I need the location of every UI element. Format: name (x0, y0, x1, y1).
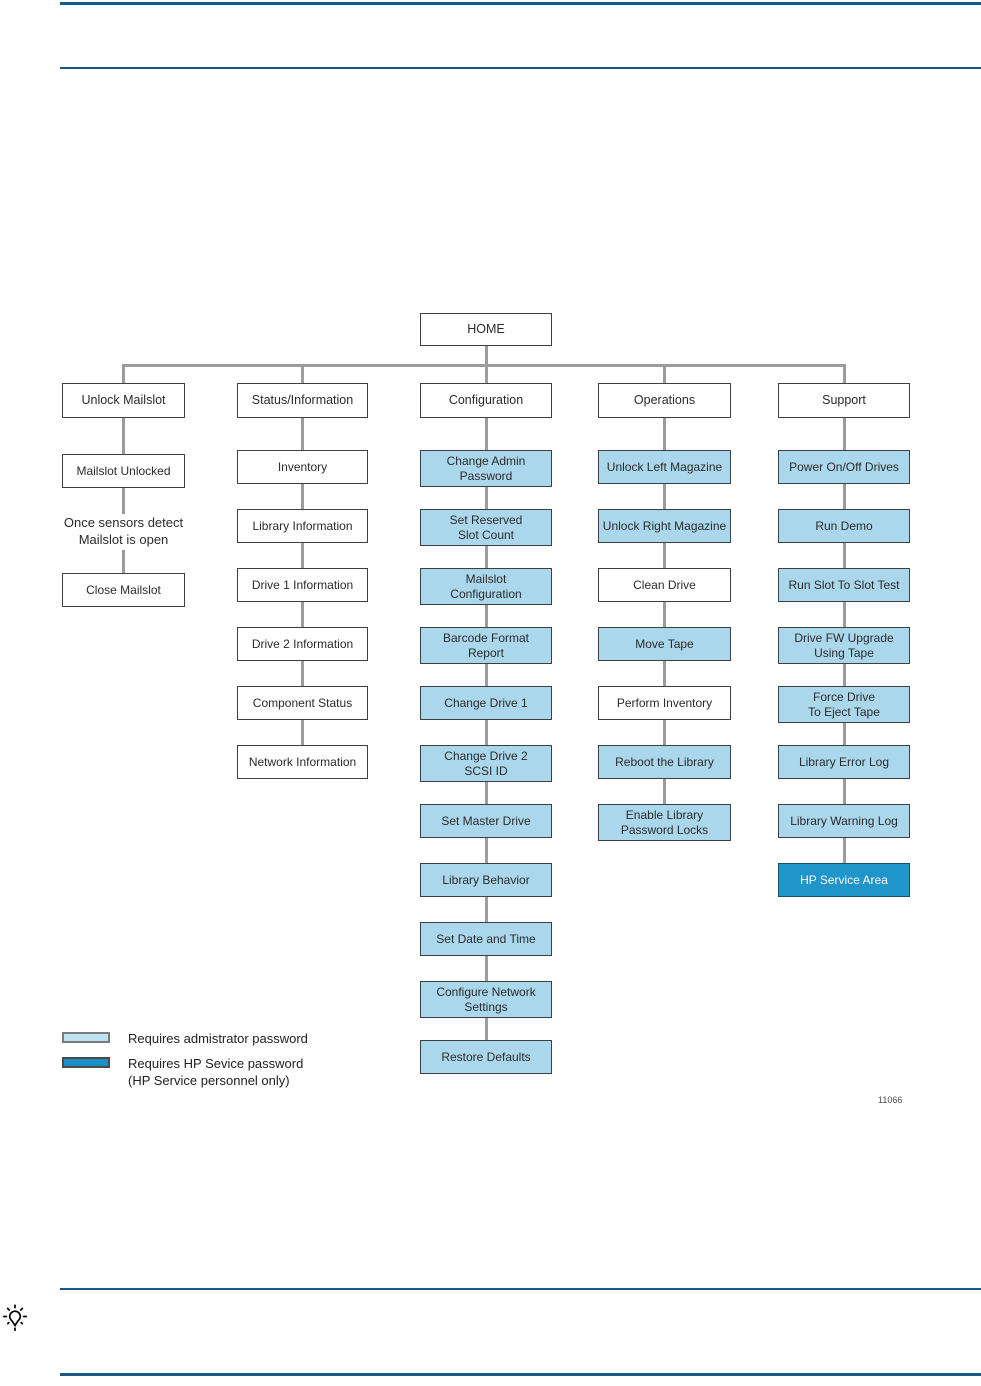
legend-service-line1: Requires HP Sevice password (128, 1055, 304, 1071)
legend-service-label: Requires HP Sevice password (HP Service p… (128, 1055, 303, 1090)
node-drive-2-information: Drive 2 Information (237, 627, 368, 661)
figure-number: 11066 (878, 1095, 903, 1105)
column-5-stem-connector (842, 367, 846, 383)
node-unlock-mailslot: Unlock Mailslot (62, 383, 185, 418)
node-set-reserved: Set Reserved Slot Count (420, 509, 552, 546)
node-change-admin: Change Admin Password (420, 450, 552, 487)
node-library-error-log: Library Error Log (778, 745, 910, 779)
node-library-warning-log: Library Warning Log (778, 804, 910, 838)
column-3-spine-connector (484, 416, 488, 1050)
legend-admin-label: Requires admistrator password (128, 1031, 308, 1046)
node-network-information: Network Information (237, 745, 368, 779)
page-top-rule (60, 2, 981, 5)
node-set-date-and-time: Set Date and Time (420, 922, 552, 956)
node-run-demo: Run Demo (778, 509, 910, 543)
node-mailslot: Mailslot Configuration (420, 568, 552, 605)
note-once-sensors-detect: Once sensors detect Mailslot is open (52, 513, 195, 550)
node-unlock-left-magazine: Unlock Left Magazine (598, 450, 731, 484)
page-bottom-rule (60, 1373, 981, 1376)
node-power-on-off-drives: Power On/Off Drives (778, 450, 910, 484)
tip-lightbulb-icon (2, 1304, 28, 1332)
node-reboot-the-library: Reboot the Library (598, 745, 731, 779)
node-unlock-right-magazine: Unlock Right Magazine (598, 509, 731, 543)
home-stem-connector (484, 346, 488, 364)
node-library-behavior: Library Behavior (420, 863, 552, 897)
legend-service-swatch (62, 1056, 110, 1068)
legend: Requires admistrator password Requires H… (62, 1030, 308, 1097)
node-restore-defaults: Restore Defaults (420, 1040, 552, 1074)
node-status-information: Status/Information (237, 383, 368, 418)
node-run-slot-to-slot-test: Run Slot To Slot Test (778, 568, 910, 602)
node-enable-library: Enable Library Password Locks (598, 804, 731, 841)
node-component-status: Component Status (237, 686, 368, 720)
legend-row-service: Requires HP Sevice password (HP Service p… (62, 1055, 308, 1090)
node-perform-inventory: Perform Inventory (598, 686, 731, 720)
tip-section-rule (60, 1288, 981, 1290)
legend-row-admin: Requires admistrator password (62, 1030, 308, 1048)
legend-admin-swatch (62, 1032, 110, 1043)
node-library-information: Library Information (237, 509, 368, 543)
node-force-drive: Force Drive To Eject Tape (778, 686, 910, 723)
node-hp-service-area: HP Service Area (778, 863, 910, 897)
node-close-mailslot: Close Mailslot (62, 573, 185, 607)
column-1-stem-connector (122, 367, 125, 383)
column-4-spine-connector (663, 416, 666, 814)
horizontal-bar-connector (122, 364, 846, 367)
node-operations: Operations (598, 383, 731, 418)
node-configure-network: Configure Network Settings (420, 981, 552, 1018)
column-3-stem-connector (484, 367, 488, 383)
node-inventory: Inventory (237, 450, 368, 484)
node-drive-1-information: Drive 1 Information (237, 568, 368, 602)
node-clean-drive: Clean Drive (598, 568, 731, 602)
legend-service-line2: (HP Service personnel only) (128, 1073, 290, 1089)
column-2-stem-connector (301, 367, 304, 383)
node-change-drive-2: Change Drive 2 SCSI ID (420, 745, 552, 782)
node-barcode-format: Barcode Format Report (420, 627, 552, 664)
node-change-drive-1: Change Drive 1 (420, 686, 552, 720)
column-1-spine-connector (122, 416, 125, 583)
column-4-stem-connector (663, 367, 666, 383)
node-drive-fw-upgrade: Drive FW Upgrade Using Tape (778, 627, 910, 664)
node-move-tape: Move Tape (598, 627, 731, 661)
node-mailslot-unlocked: Mailslot Unlocked (62, 454, 185, 488)
header-divider-rule (60, 67, 981, 69)
node-configuration: Configuration (420, 383, 552, 418)
node-support: Support (778, 383, 910, 418)
node-home: HOME (420, 313, 552, 346)
node-set-master-drive: Set Master Drive (420, 804, 552, 838)
